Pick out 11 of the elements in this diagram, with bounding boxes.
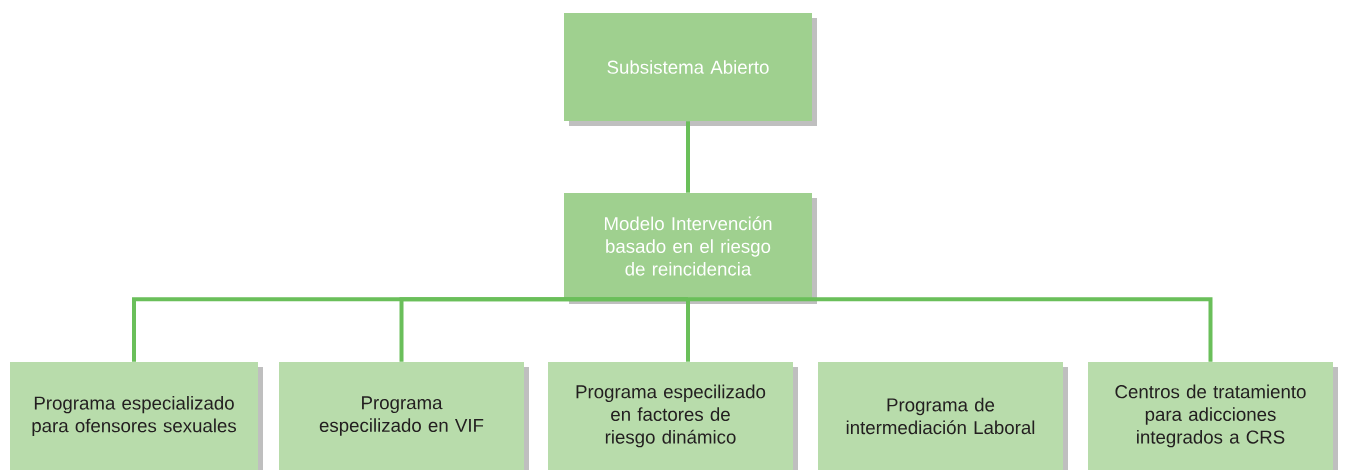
program-box: Programa especializado para ofensores sexuales [10, 362, 258, 470]
connector-line [688, 297, 1213, 362]
program-box: Programa especilizado en VIF [279, 362, 524, 470]
program-box: Subsistema Abierto [564, 13, 812, 121]
program-box: Programa especilizado en factores de riesgo dinámico [548, 362, 793, 470]
program-box: Modelo Intervención basado en el riesgo de reincidencia [564, 193, 812, 299]
program-box: Centros de tratamiento para adicciones integrados a CRS [1088, 362, 1333, 470]
connector-line [399, 297, 688, 362]
connector-line [686, 299, 690, 362]
program-box: Programa de intermediación Laboral [818, 362, 1063, 470]
connector-line [686, 121, 690, 193]
